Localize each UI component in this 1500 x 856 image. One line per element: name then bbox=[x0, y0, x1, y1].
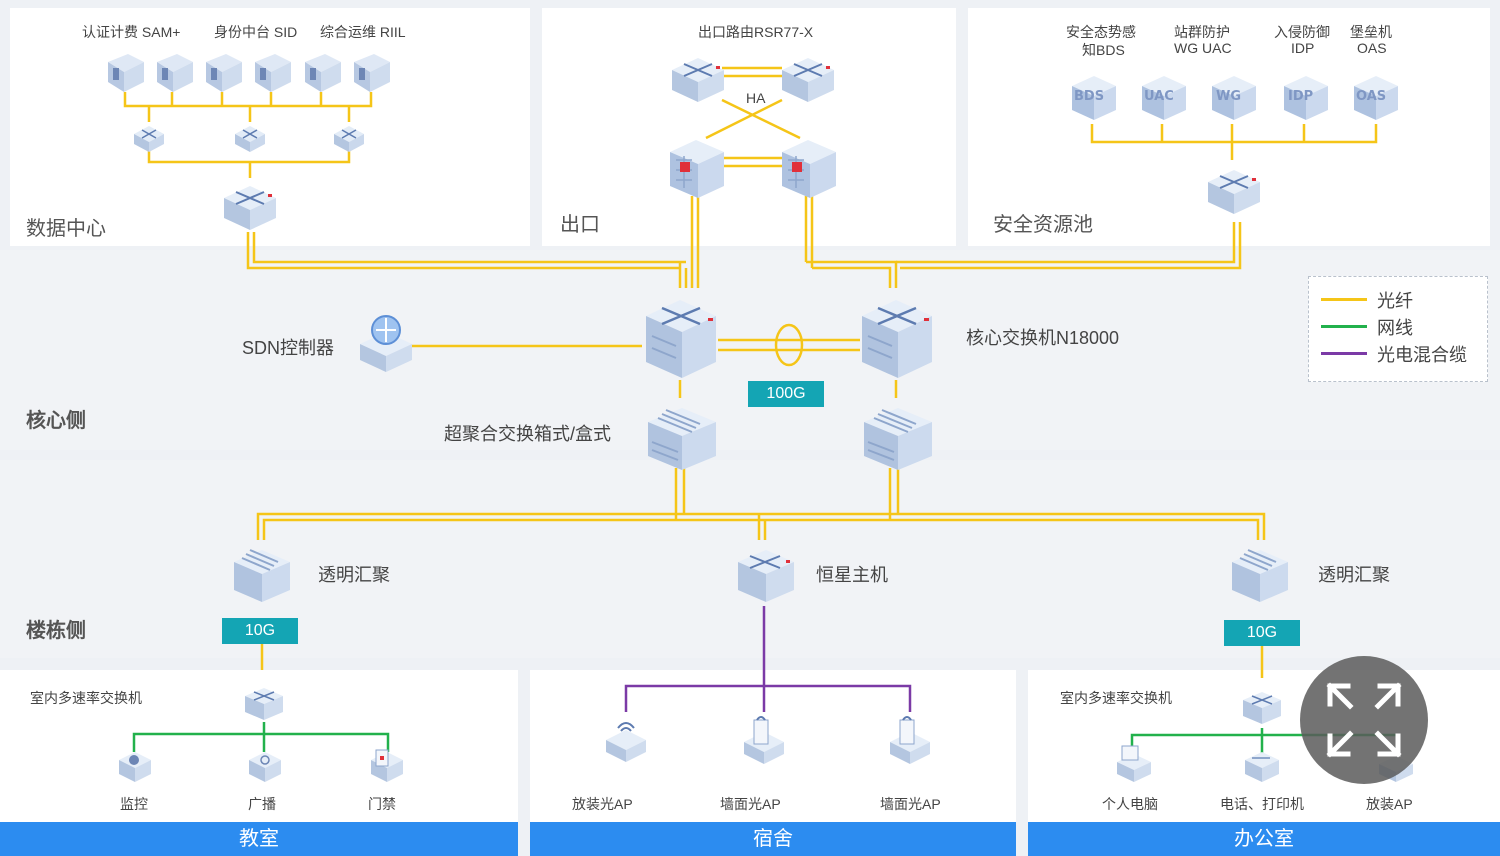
office-device-pc: 个人电脑 bbox=[1102, 796, 1158, 812]
access-control-icon bbox=[368, 746, 406, 789]
legend-fiber-label: 光纤 bbox=[1377, 291, 1413, 311]
server-icon bbox=[301, 50, 343, 99]
office-switch-label: 室内多速率交换机 bbox=[1060, 690, 1172, 706]
legend-ethernet-swatch bbox=[1321, 325, 1367, 328]
security-appliance-icon: OAS bbox=[1350, 66, 1402, 129]
security-appliance-icon: UAC bbox=[1138, 66, 1190, 129]
classroom-device-broadcast: 广播 bbox=[248, 796, 276, 812]
pc-icon bbox=[1114, 744, 1154, 789]
security-label-oas-1: 堡垒机 bbox=[1350, 24, 1392, 40]
star-host-icon bbox=[734, 540, 798, 611]
expand-icon bbox=[1326, 682, 1402, 758]
footer-classroom: 教室 bbox=[0, 822, 518, 856]
legend: 光纤 网线 光电混合缆 bbox=[1308, 276, 1488, 382]
chassis-switch-label: 超聚合交换箱式/盒式 bbox=[444, 424, 612, 444]
section-title-core-side: 核心侧 bbox=[26, 410, 86, 432]
egress-ha-label: HA bbox=[746, 90, 766, 106]
security-label-bds-1: 安全态势感 bbox=[1066, 24, 1136, 40]
core-switch-label: 核心交换机N18000 bbox=[966, 328, 1120, 348]
chassis-switch-icon bbox=[644, 398, 720, 479]
right-aggregation-label: 透明汇聚 bbox=[1318, 565, 1390, 585]
star-host-label: 恒星主机 bbox=[816, 565, 888, 585]
legend-fiber-swatch bbox=[1321, 298, 1367, 301]
server-icon bbox=[350, 50, 392, 99]
security-label-idp-2: IDP bbox=[1291, 40, 1315, 56]
dorm-device-wall-ap-2: 墙面光AP bbox=[880, 796, 941, 812]
core-switch-icon bbox=[642, 286, 720, 387]
server-icon bbox=[153, 50, 195, 99]
section-title-building-side: 楼栋侧 bbox=[26, 620, 86, 642]
section-title-egress: 出口 bbox=[560, 214, 600, 236]
dorm-device-ap: 放装光AP bbox=[572, 796, 633, 812]
egress-router-icon bbox=[778, 46, 838, 113]
office-device-phone-printer: 电话、打印机 bbox=[1220, 796, 1304, 812]
legend-hybrid-swatch bbox=[1321, 352, 1367, 355]
camera-icon bbox=[116, 746, 154, 789]
datacenter-label-riil: 综合运维 RIIL bbox=[320, 24, 406, 40]
section-title-security-pool: 安全资源池 bbox=[993, 214, 1093, 236]
dorm-device-wall-ap-1: 墙面光AP bbox=[720, 796, 781, 812]
core-link-tag: 100G bbox=[748, 381, 824, 407]
aggregation-switch-icon bbox=[220, 174, 280, 241]
classroom-device-camera: 监控 bbox=[120, 796, 148, 812]
security-label-oas-2: OAS bbox=[1357, 40, 1387, 56]
chassis-switch-icon bbox=[860, 398, 936, 479]
firewall-icon bbox=[776, 128, 842, 209]
aggregation-switch-icon bbox=[1204, 158, 1264, 225]
transparent-aggregation-icon bbox=[1228, 540, 1292, 611]
sdn-controller-label: SDN控制器 bbox=[242, 338, 335, 358]
badge-idp: IDP bbox=[1288, 89, 1313, 104]
speaker-icon bbox=[246, 746, 284, 789]
egress-router-icon bbox=[668, 46, 728, 113]
server-icon bbox=[202, 50, 244, 99]
security-appliance-icon: WG bbox=[1208, 66, 1260, 129]
security-label-bds-2: 知BDS bbox=[1082, 42, 1125, 58]
security-label-uac-1: 站群防护 bbox=[1174, 24, 1230, 40]
server-icon bbox=[251, 50, 293, 99]
access-switch-icon bbox=[233, 120, 267, 159]
wireless-ap-icon bbox=[602, 712, 650, 771]
core-switch-icon bbox=[858, 286, 936, 387]
transparent-aggregation-icon bbox=[230, 540, 294, 611]
egress-router-label: 出口路由RSR77-X bbox=[698, 24, 814, 40]
access-switch-icon bbox=[332, 120, 366, 159]
right-link-tag: 10G bbox=[1224, 620, 1300, 646]
badge-oas: OAS bbox=[1356, 89, 1386, 104]
security-label-idp-1: 入侵防御 bbox=[1274, 24, 1330, 40]
legend-hybrid-label: 光电混合缆 bbox=[1377, 345, 1467, 365]
phone-printer-icon bbox=[1242, 744, 1282, 789]
left-aggregation-label: 透明汇聚 bbox=[318, 565, 390, 585]
classroom-device-access-control: 门禁 bbox=[368, 796, 396, 812]
footer-office: 办公室 bbox=[1028, 822, 1500, 856]
badge-bds: BDS bbox=[1074, 89, 1104, 104]
security-label-uac-2: WG UAC bbox=[1174, 40, 1232, 56]
fullscreen-button[interactable] bbox=[1300, 656, 1428, 784]
multi-rate-switch-icon bbox=[242, 680, 286, 729]
left-link-tag: 10G bbox=[222, 618, 298, 644]
firewall-icon bbox=[664, 128, 730, 209]
office-device-ap: 放装AP bbox=[1366, 796, 1413, 812]
classroom-switch-label: 室内多速率交换机 bbox=[30, 690, 142, 706]
access-switch-icon bbox=[132, 120, 166, 159]
security-appliance-icon: IDP bbox=[1280, 66, 1332, 129]
badge-wg: WG bbox=[1216, 89, 1241, 104]
wall-ap-icon bbox=[740, 712, 788, 773]
badge-uac: UAC bbox=[1144, 89, 1174, 104]
wall-ap-icon bbox=[886, 712, 934, 773]
sdn-controller-icon bbox=[356, 310, 416, 381]
legend-ethernet-label: 网线 bbox=[1377, 318, 1413, 338]
footer-dorm: 宿舍 bbox=[530, 822, 1016, 856]
section-title-datacenter: 数据中心 bbox=[26, 218, 106, 240]
multi-rate-switch-icon bbox=[1240, 684, 1284, 733]
egress-panel bbox=[542, 8, 956, 246]
security-appliance-icon: BDS bbox=[1068, 66, 1120, 129]
datacenter-label-sam: 认证计费 SAM+ bbox=[82, 24, 181, 40]
server-icon bbox=[104, 50, 146, 99]
datacenter-label-sid: 身份中台 SID bbox=[214, 24, 298, 40]
